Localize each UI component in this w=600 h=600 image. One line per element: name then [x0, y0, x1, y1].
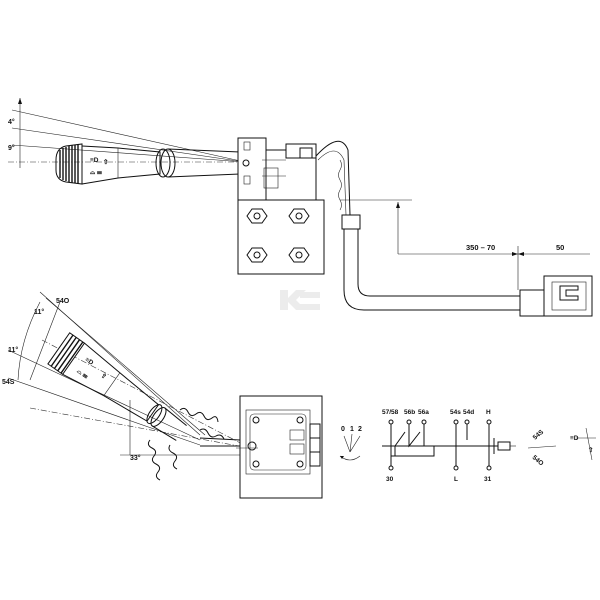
terminal-label-56a: 56a	[418, 409, 429, 416]
dimension-cable-label: 350 – 70	[466, 243, 495, 252]
angle-label-c: 33°	[130, 454, 141, 462]
stalk-tilted: ≡D ⌓ ☰ ⇧	[47, 332, 187, 441]
side-view: 54O 11° 11° 54S 33° ≡D ⌓ ☰ ⇧	[2, 291, 323, 499]
switch-position-diagram: 0 1 2	[339, 426, 362, 461]
stalk-body	[81, 145, 161, 185]
angle-label-b: 11°	[8, 346, 18, 354]
top-view: 4° 9° ≡D ⌓ ☰ ⇧	[8, 98, 593, 317]
circuit-schematic: 57/58 56b 56a 54s 54d H	[382, 409, 516, 483]
arrow-symbol-icon: ⇧	[588, 446, 593, 454]
svg-text:⌓ ☰: ⌓ ☰	[75, 368, 89, 381]
switch-housing-top	[237, 137, 317, 201]
position-0-label: 0	[341, 426, 345, 433]
indicator-label-54o: 54O	[531, 454, 545, 467]
terminal-label-57-58: 57/58	[382, 409, 399, 416]
terminal-label-31: 31	[484, 476, 492, 483]
angle-line-lower	[11, 144, 246, 163]
stalk-knob	[55, 143, 83, 185]
wire-loop	[315, 140, 351, 216]
angle-label-upper: 4°	[8, 118, 15, 126]
indicator-symbol: 54S 54O ≡D ⇧	[527, 427, 596, 467]
position-1-label: 1	[350, 426, 354, 433]
position-label-54o: 54O	[56, 298, 70, 305]
terminal-label-54s: 54s	[450, 409, 461, 416]
svg-text:⇧: ⇧	[99, 371, 108, 381]
collar-ring	[155, 148, 171, 178]
terminal-label-30: 30	[386, 476, 394, 483]
switch-housing-side	[236, 395, 323, 499]
terminal-label-h: H	[486, 409, 491, 416]
cable-sleeve	[341, 214, 520, 311]
position-label-54s: 54S	[2, 379, 15, 386]
coiled-wire	[179, 407, 219, 423]
terminal-label-l: L	[454, 476, 458, 483]
position-2-label: 2	[358, 426, 362, 433]
beam-symbol-icon: ≡D	[570, 435, 579, 442]
angle-label-a: 11°	[34, 308, 44, 316]
terminal-label-56b: 56b	[404, 409, 415, 416]
angle-line-upper	[11, 109, 246, 163]
mounting-plate	[237, 199, 325, 275]
angle-line-mid	[11, 127, 246, 163]
angle-label-lower: 9°	[8, 144, 15, 152]
arrow-up-icon	[18, 98, 22, 104]
svg-text:≡D: ≡D	[83, 356, 94, 367]
terminal-label-54d: 54d	[463, 409, 474, 416]
dimension-connector-label: 50	[556, 243, 564, 252]
watermark-logo	[280, 290, 320, 310]
symbol-arrow-icon: ⇧	[103, 158, 108, 166]
symbol-beam-icon: ≡D	[90, 157, 99, 164]
indicator-label-54s: 54S	[532, 428, 546, 441]
connector-plug	[519, 275, 593, 317]
symbol-wiper-icon: ⌓ ☰	[90, 169, 102, 176]
